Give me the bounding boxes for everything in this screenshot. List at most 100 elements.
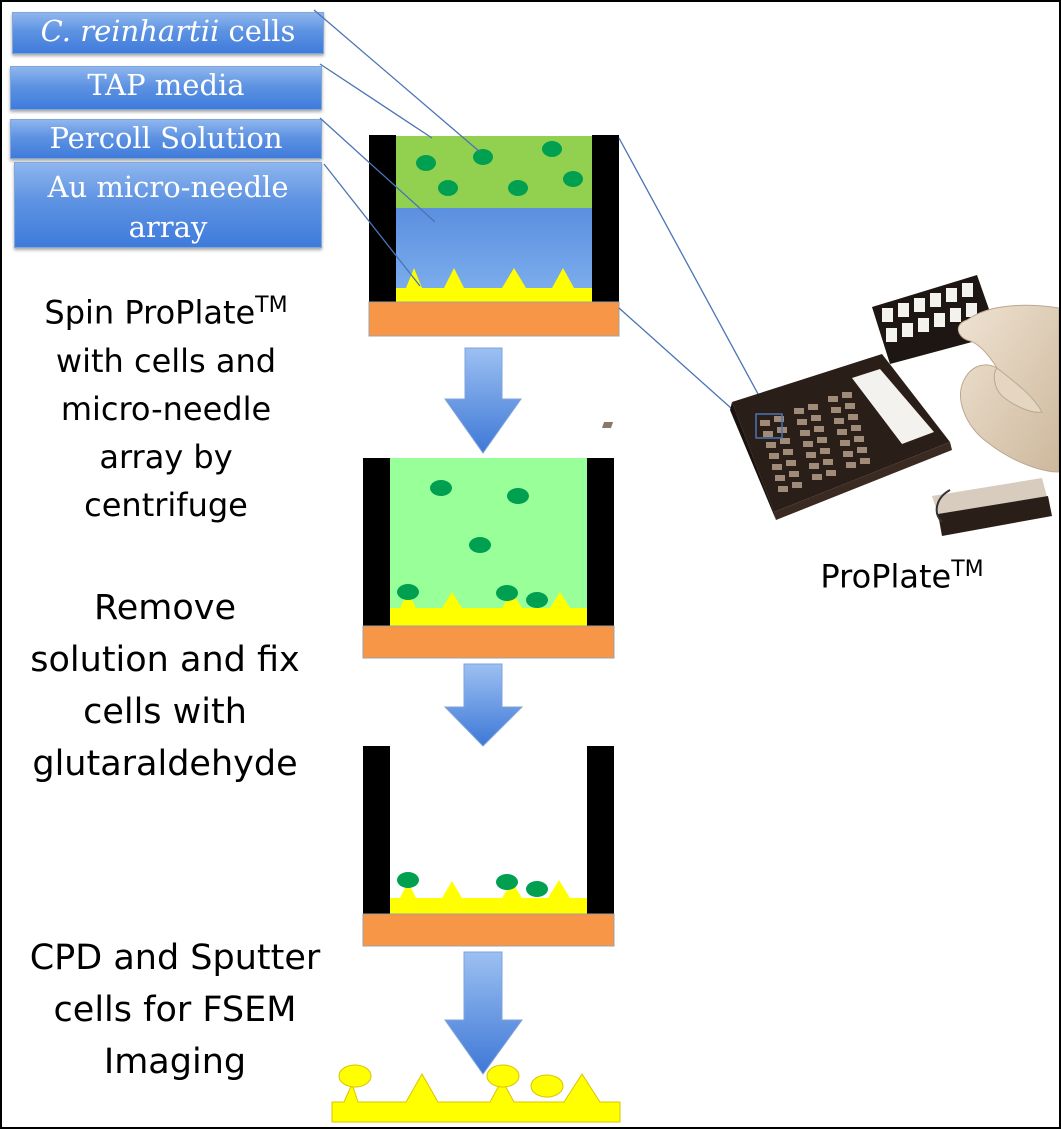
cell	[526, 881, 548, 897]
cell	[397, 584, 419, 600]
proplate-well	[857, 447, 867, 453]
step-remove-line2: solution and fix	[30, 640, 300, 680]
step-spin-tm: TM	[255, 293, 288, 318]
proplate-well	[803, 441, 813, 447]
left-wall-2	[363, 458, 390, 626]
proplate-well	[774, 416, 784, 422]
cell	[496, 874, 518, 890]
coated-cell	[338, 1064, 372, 1088]
insert-well	[962, 283, 973, 297]
proplate-well	[792, 482, 802, 488]
insert-well	[882, 308, 893, 322]
proplate-well	[789, 471, 799, 477]
cell	[542, 141, 562, 157]
proplate-well	[800, 430, 810, 436]
proplate-well	[766, 442, 776, 448]
base-3	[362, 913, 615, 947]
insert-well	[902, 323, 913, 337]
proplate-well	[780, 438, 790, 444]
step-spin-line2: with cells and	[55, 341, 277, 380]
proplate-well	[823, 459, 833, 465]
proplate-well	[786, 460, 796, 466]
proplate-well	[794, 408, 804, 414]
proplate-well	[760, 420, 770, 426]
insert-well	[950, 308, 961, 322]
proplate-well	[845, 403, 855, 409]
proplate-well	[812, 474, 822, 480]
proplate-well	[840, 440, 850, 446]
proplate-wells	[601, 422, 614, 428]
label-au-line2: array	[128, 210, 208, 244]
separate-insert	[938, 496, 1052, 536]
well-fixed	[362, 746, 615, 947]
tap-media-layer	[396, 136, 592, 208]
proplate-well	[809, 463, 819, 469]
proplate-well	[808, 404, 818, 410]
cell	[438, 180, 458, 196]
down-arrow-3	[444, 951, 523, 1075]
sputtered-array	[331, 1064, 621, 1123]
cell	[508, 180, 528, 196]
leader-tap	[319, 63, 433, 139]
proplate-photo	[601, 275, 1059, 536]
step-spin-line3: micro-needle	[60, 389, 272, 428]
leader-zoom-top	[618, 137, 771, 417]
label-cells-word: cells	[228, 14, 296, 48]
cell	[416, 155, 436, 171]
proplate-well	[851, 425, 861, 431]
proplate-well	[831, 407, 841, 413]
cell	[496, 585, 518, 601]
proplate-window	[852, 369, 934, 444]
zoom-highlight	[755, 413, 783, 439]
step-spin-line5: centrifuge	[84, 485, 248, 524]
needle-array-2	[390, 592, 587, 626]
proplate-well	[817, 437, 827, 443]
proplate-front	[774, 442, 952, 520]
proplate-caption: ProPlateTM	[782, 550, 1022, 597]
step-spin-line1: Spin ProPlate	[44, 293, 256, 332]
proplate-tm: TM	[951, 557, 984, 582]
well-after-spin	[362, 458, 615, 659]
label-au-array: Au micro-needle array	[14, 162, 322, 248]
needle-array-1	[396, 268, 592, 302]
proplate-well	[854, 436, 864, 442]
step-cpd-text: CPD and Sputter cells for FSEM Imaging	[10, 932, 340, 1088]
proplate-well	[806, 452, 816, 458]
insert-well	[966, 303, 977, 317]
proplate-well	[842, 392, 852, 398]
step-cpd-line1: CPD and Sputter	[29, 938, 321, 978]
label-cells: C. reinhartii cells	[12, 12, 324, 54]
needle-array-3	[390, 880, 587, 914]
label-tap-media: TAP media	[10, 66, 322, 110]
insert-well	[930, 293, 941, 307]
proplate-well	[846, 462, 856, 468]
insert-well	[886, 328, 897, 342]
step-remove-text: Remove solution and fix cells with gluta…	[10, 582, 320, 790]
insert-well	[898, 303, 909, 317]
proplate-well-dots	[760, 392, 870, 492]
step-remove-line4: glutaraldehyde	[32, 744, 298, 784]
step-spin-text: Spin ProPlateTM with cells and micro-nee…	[16, 282, 316, 529]
proplate-well	[775, 475, 785, 481]
cell	[397, 872, 419, 888]
coated-cell	[530, 1074, 564, 1098]
right-wall-3	[587, 746, 614, 914]
cell	[473, 149, 493, 165]
step-cpd-line3: Imaging	[103, 1042, 247, 1082]
proplate-name: ProPlate	[820, 557, 952, 596]
sputter-needle-array	[331, 1072, 621, 1123]
cell	[526, 592, 548, 608]
step-spin-line4: array by	[99, 437, 233, 476]
cell	[469, 537, 491, 553]
tweezer	[935, 489, 951, 523]
proplate-well	[834, 418, 844, 424]
insert-well	[946, 288, 957, 302]
proplate-well	[772, 464, 782, 470]
cell	[430, 480, 452, 496]
leader-percoll	[319, 117, 436, 223]
leader-au	[323, 163, 421, 287]
insert-well	[914, 298, 925, 312]
cell	[507, 488, 529, 504]
